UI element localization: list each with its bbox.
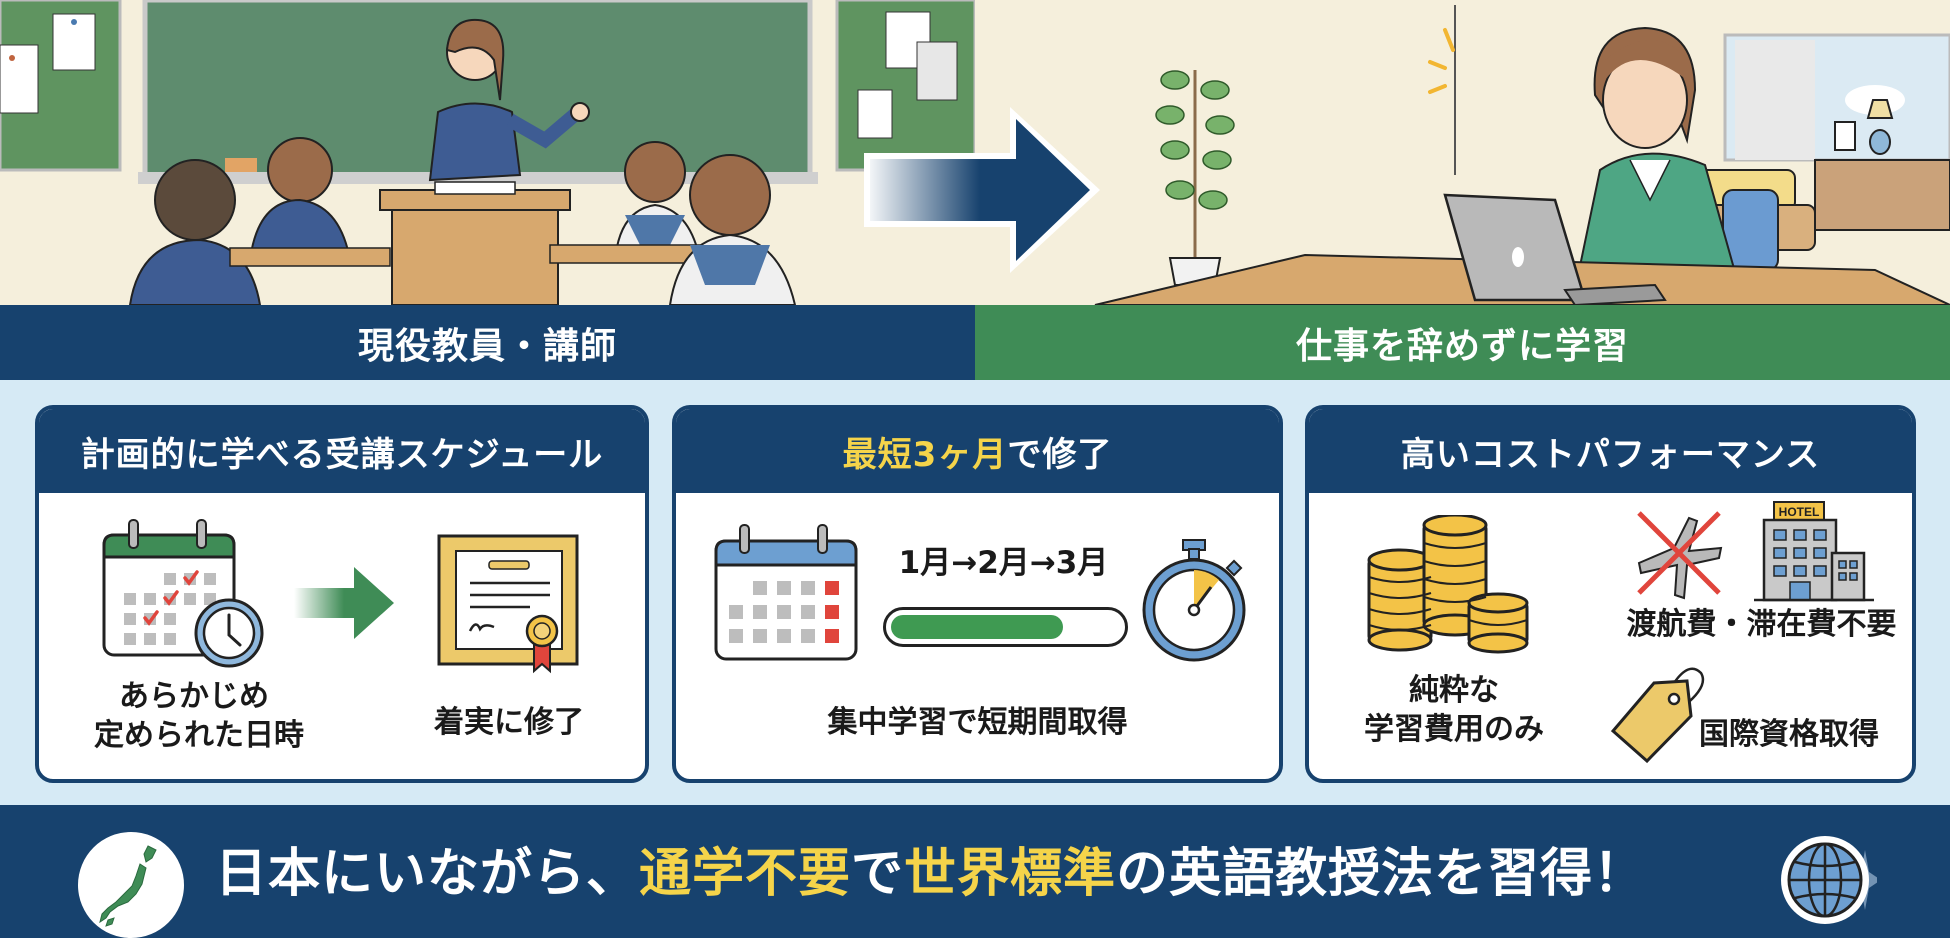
card-title: 計画的に学べる受講スケジュール <box>39 409 645 493</box>
card-title: 最短3ヶ月で修了 <box>676 409 1279 493</box>
svg-text:HOTEL: HOTEL <box>1779 505 1820 519</box>
home-study-illustration-icon <box>975 0 1950 305</box>
calendar-check-icon <box>102 519 264 668</box>
card-three-months: 最短3ヶ月で修了 1月→2月→3月 <box>672 405 1283 783</box>
months-sequence: 1月→2月→3月 <box>898 545 1109 581</box>
caption-study-while-working: 仕事を辞めずに学習 <box>975 305 1950 380</box>
predetermined-schedule-label: あらかじめ 定められた日時 <box>94 679 304 753</box>
hotel-icon: HOTEL <box>1754 501 1874 602</box>
japan-map-icon <box>78 832 184 938</box>
card-title: 高いコストパフォーマンス <box>1309 409 1912 493</box>
no-flight-icon <box>1637 511 1723 600</box>
classroom-scene <box>0 0 975 305</box>
calendar-icon <box>714 524 858 661</box>
pure-tuition-label: 純粋な 学習費用のみ <box>1364 673 1544 747</box>
bottom-banner: 日本にいながら、通学不要で世界標準の英語教授法を習得！ <box>0 805 1950 938</box>
stopwatch-icon <box>1142 539 1246 662</box>
globe-icon <box>1781 836 1877 924</box>
home-study-scene <box>975 0 1950 305</box>
hero-illustrations <box>0 0 1950 305</box>
steady-completion-label: 着実に修了 <box>434 705 584 740</box>
no-travel-cost-label: 渡航費・滞在費不要 <box>1626 607 1897 642</box>
green-arrow-icon <box>294 567 394 639</box>
card-cost-performance: 高いコストパフォーマンス <box>1305 405 1916 783</box>
caption-current-teachers: 現役教員・講師 <box>0 305 975 380</box>
certificate-icon <box>437 534 579 674</box>
intensive-study-caption: 集中学習で短期間取得 <box>827 705 1128 740</box>
price-tag-icon <box>1610 667 1705 764</box>
classroom-illustration-icon <box>0 0 975 305</box>
right-arrow-icon <box>864 107 1100 273</box>
international-qualification-label: 国際資格取得 <box>1699 717 1879 752</box>
progress-bar <box>883 607 1128 647</box>
bottom-headline: 日本にいながら、通学不要で世界標準の英語教授法を習得！ <box>215 844 1647 904</box>
card-schedule: 計画的に学べる受講スケジュール <box>35 405 649 783</box>
coins-icon <box>1367 515 1529 654</box>
progress-fill <box>891 615 1063 639</box>
